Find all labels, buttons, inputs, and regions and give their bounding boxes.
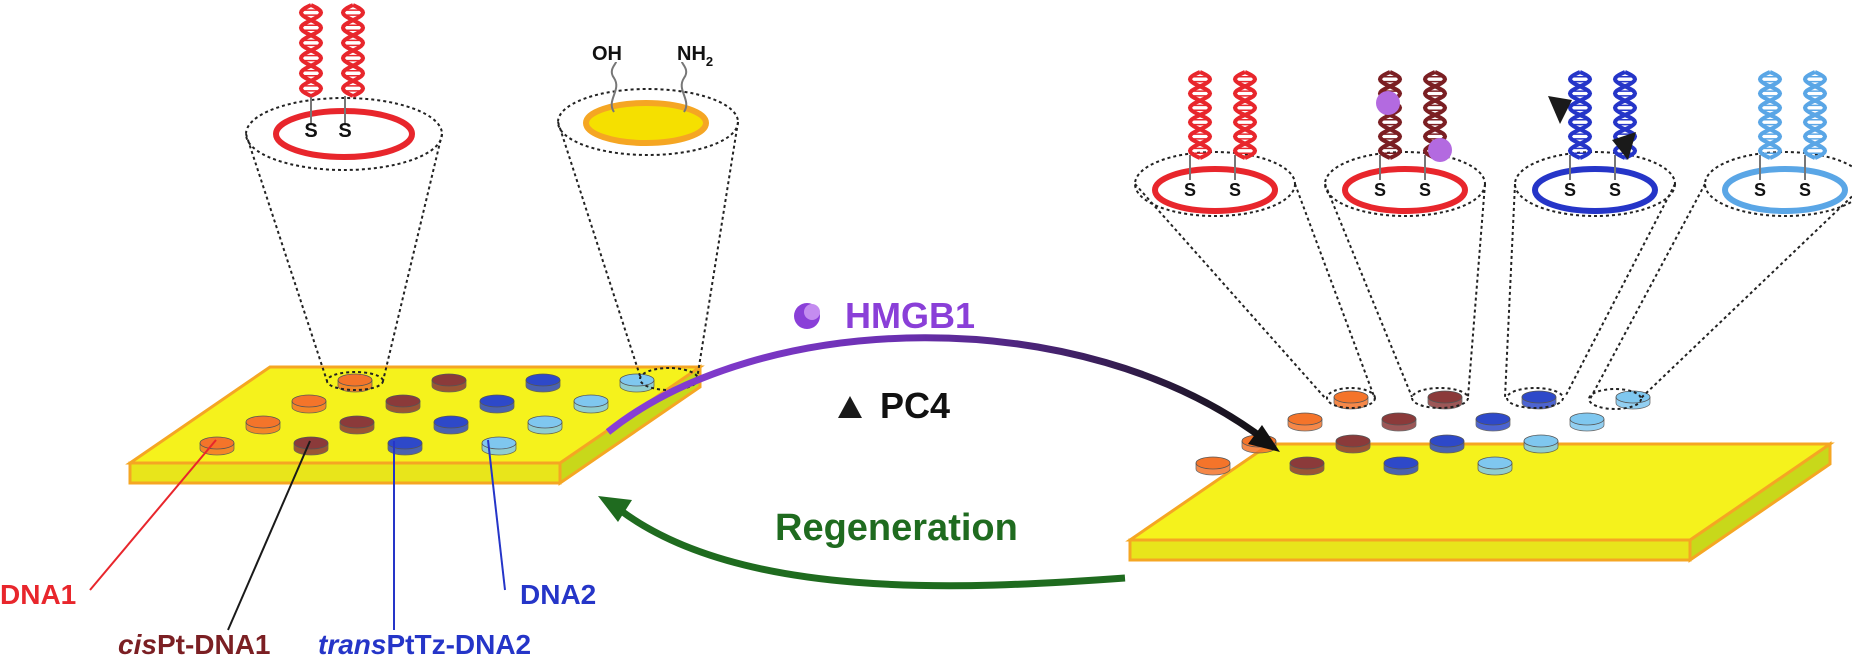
dna-helix-icon: [1377, 70, 1403, 160]
spot-cispt-dna1: [339, 415, 375, 435]
spot-dna1: [245, 415, 281, 435]
right-dna1-surface: S S: [1152, 70, 1278, 214]
dna-strand: [1187, 70, 1213, 160]
dna-strand: [298, 3, 324, 98]
dna-helix-icon: [1232, 70, 1258, 160]
spot-transpttz-dna2: [1429, 434, 1465, 454]
transpttz-dna2-label: transPtTz-DNA2: [318, 629, 531, 660]
dna-strand: [1232, 70, 1258, 160]
right-cispt-dna1-surface: S S: [1342, 70, 1468, 214]
spot-cispt-dna1: [1427, 390, 1463, 410]
dna-strand: [1802, 70, 1828, 160]
amine-linker: [680, 61, 688, 113]
spot-dna2: [1523, 434, 1559, 454]
dna-strand: [1377, 70, 1403, 160]
right-dna2-surface: S S: [1722, 70, 1848, 214]
binding-arrow: [605, 334, 1280, 452]
dna-helix-icon: [298, 3, 324, 98]
spot-cispt-dna1: [1289, 456, 1325, 476]
spot-cispt-dna1: [293, 436, 329, 456]
spot-dna1: [1333, 390, 1369, 410]
spot-dna1: [199, 436, 235, 456]
left-chip: [125, 364, 705, 486]
dna2-label: DNA2: [520, 579, 596, 610]
nh2-label: NH2: [677, 43, 713, 69]
regeneration-arrow: [598, 496, 1126, 590]
right-chip: [1125, 390, 1835, 563]
spot-dna2: [527, 415, 563, 435]
thiol-label: S: [1564, 180, 1576, 200]
hmgb1-legend: HMGB1: [794, 295, 975, 336]
dna-helix-icon: [340, 3, 366, 98]
pc4-legend: PC4: [838, 385, 950, 426]
spot-dna2: [573, 394, 609, 414]
spot-dna1: [337, 373, 373, 393]
thiol-label: S: [1754, 180, 1766, 200]
right-zoom-cones: [1134, 151, 1852, 410]
spot-cispt-dna1: [1381, 412, 1417, 432]
spot-dna2: [1477, 456, 1513, 476]
spot-dna2: [481, 436, 517, 456]
hmgb1-label: HMGB1: [845, 295, 975, 336]
pc4-triangle-icon: [1548, 96, 1572, 124]
spot-dna1: [1195, 456, 1231, 476]
spot-transpttz-dna2: [1521, 390, 1557, 410]
thiol-label: S: [1374, 180, 1386, 200]
pc4-triangle-icon: [838, 396, 862, 418]
spot-cispt-dna1: [431, 373, 467, 393]
right-chip-spots: [1195, 390, 1651, 476]
spot-transpttz-dna2: [479, 394, 515, 414]
spot-transpttz-dna2: [1475, 412, 1511, 432]
thiol-label: S: [304, 120, 317, 142]
thiol-label: S: [1799, 180, 1811, 200]
left-chip-spots: [199, 373, 655, 456]
dna-strand: [1567, 70, 1593, 160]
spot-transpttz-dna2: [387, 436, 423, 456]
hydroxyl-linker: [610, 61, 618, 113]
dna-strand: [340, 3, 366, 98]
spot-cispt-dna1: [1335, 434, 1371, 454]
spot-dna2: [619, 373, 655, 393]
left-dna-surface: S S: [273, 3, 415, 160]
thiol-label: S: [338, 120, 351, 142]
dna-helix-icon: [1187, 70, 1213, 160]
thiol-label: S: [1609, 180, 1621, 200]
spot-cispt-dna1: [385, 394, 421, 414]
hmgb1-protein-icon: [1376, 91, 1400, 115]
spot-dna2: [1615, 390, 1651, 410]
pc4-triangle-icon: [1612, 132, 1636, 160]
left-chip-top: [125, 365, 705, 465]
thiol-label: S: [1229, 180, 1241, 200]
pc4-label: PC4: [880, 385, 950, 426]
dna-helix-icon: [1757, 70, 1783, 160]
spot-dna1: [1287, 412, 1323, 432]
blank-surface: OH NH2: [583, 43, 713, 146]
regeneration-label: Regeneration: [775, 507, 1018, 549]
cispt-dna1-label: cisPt-DNA1: [118, 629, 271, 660]
dna-helix-icon: [1802, 70, 1828, 160]
hmgb1-protein-icon: [1428, 138, 1452, 162]
spot-transpttz-dna2: [525, 373, 561, 393]
dna1-label: DNA1: [0, 579, 76, 610]
thiol-label: S: [1184, 180, 1196, 200]
spot-transpttz-dna2: [1383, 456, 1419, 476]
dna-helix-icon: [1567, 70, 1593, 160]
dna-strand: [1757, 70, 1783, 160]
spot-transpttz-dna2: [433, 415, 469, 435]
oh-label: OH: [592, 43, 622, 65]
spot-dna2: [1569, 412, 1605, 432]
right-transpttz-dna2-surface: S S: [1532, 70, 1658, 214]
spot-dna1: [291, 394, 327, 414]
thiol-label: S: [1419, 180, 1431, 200]
right-chip-front: [1128, 538, 1692, 562]
legend-lines: [89, 439, 506, 631]
